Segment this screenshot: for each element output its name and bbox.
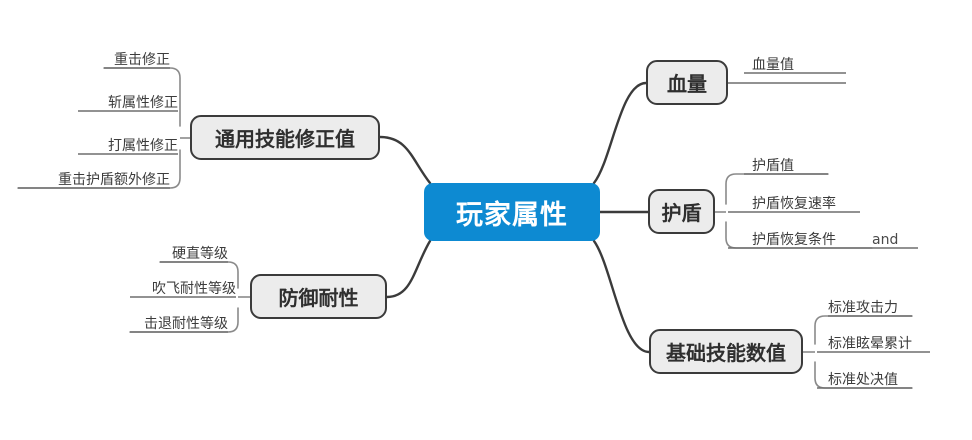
branch-label-defense-resistance: 防御耐性 xyxy=(278,286,359,310)
leaf-base-1[interactable]: 标准眩晕累计 xyxy=(828,336,912,352)
branch-label-base-skill-values: 基础技能数值 xyxy=(666,341,786,365)
leaf-defense-1[interactable]: 吹飞耐性等级 xyxy=(152,281,236,297)
branch-node-hp[interactable]: 血量 xyxy=(646,60,728,105)
branch-label-hp: 血量 xyxy=(667,72,707,96)
leaf-shield-0[interactable]: 护盾值 xyxy=(752,158,794,174)
branch-node-general-skill-modifier[interactable]: 通用技能修正值 xyxy=(190,115,380,160)
branch-label-general-skill-modifier: 通用技能修正值 xyxy=(215,127,355,151)
connector-root-to-general-skill-modifier xyxy=(378,135,432,185)
bracket-defense-resistance xyxy=(129,261,239,333)
leaf-general-1[interactable]: 斩属性修正 xyxy=(108,95,178,111)
leaf-general-2[interactable]: 打属性修正 xyxy=(108,138,178,154)
leaf-hp-0[interactable]: 血量值 xyxy=(752,57,794,73)
connector-root-to-base-skill-values xyxy=(592,239,651,354)
leaf-general-3[interactable]: 重击护盾额外修正 xyxy=(58,172,170,188)
root-node-label: 玩家属性 xyxy=(456,199,568,231)
connector-root-to-hp xyxy=(592,81,648,185)
root-node-player-attributes[interactable]: 玩家属性 xyxy=(424,183,600,241)
leaf-base-2[interactable]: 标准处决值 xyxy=(828,372,898,388)
connector-root-to-defense-resistance xyxy=(385,239,432,299)
leaf-base-0[interactable]: 标准攻击力 xyxy=(828,300,898,316)
leaf-shield-1[interactable]: 护盾恢复速率 xyxy=(752,196,836,212)
leaf-defense-2[interactable]: 击退耐性等级 xyxy=(144,316,228,332)
bracket-general-skill-modifier xyxy=(17,67,181,189)
leaf-shield-2-extra-and: and xyxy=(872,232,899,248)
branch-node-defense-resistance[interactable]: 防御耐性 xyxy=(250,274,387,319)
leaf-shield-2[interactable]: 护盾恢复条件 xyxy=(752,232,836,248)
leaf-general-0[interactable]: 重击修正 xyxy=(114,52,170,68)
branch-node-shield[interactable]: 护盾 xyxy=(648,189,715,234)
branch-label-shield: 护盾 xyxy=(661,201,702,225)
branch-node-base-skill-values[interactable]: 基础技能数值 xyxy=(649,329,803,374)
leaf-defense-0[interactable]: 硬直等级 xyxy=(172,246,228,262)
